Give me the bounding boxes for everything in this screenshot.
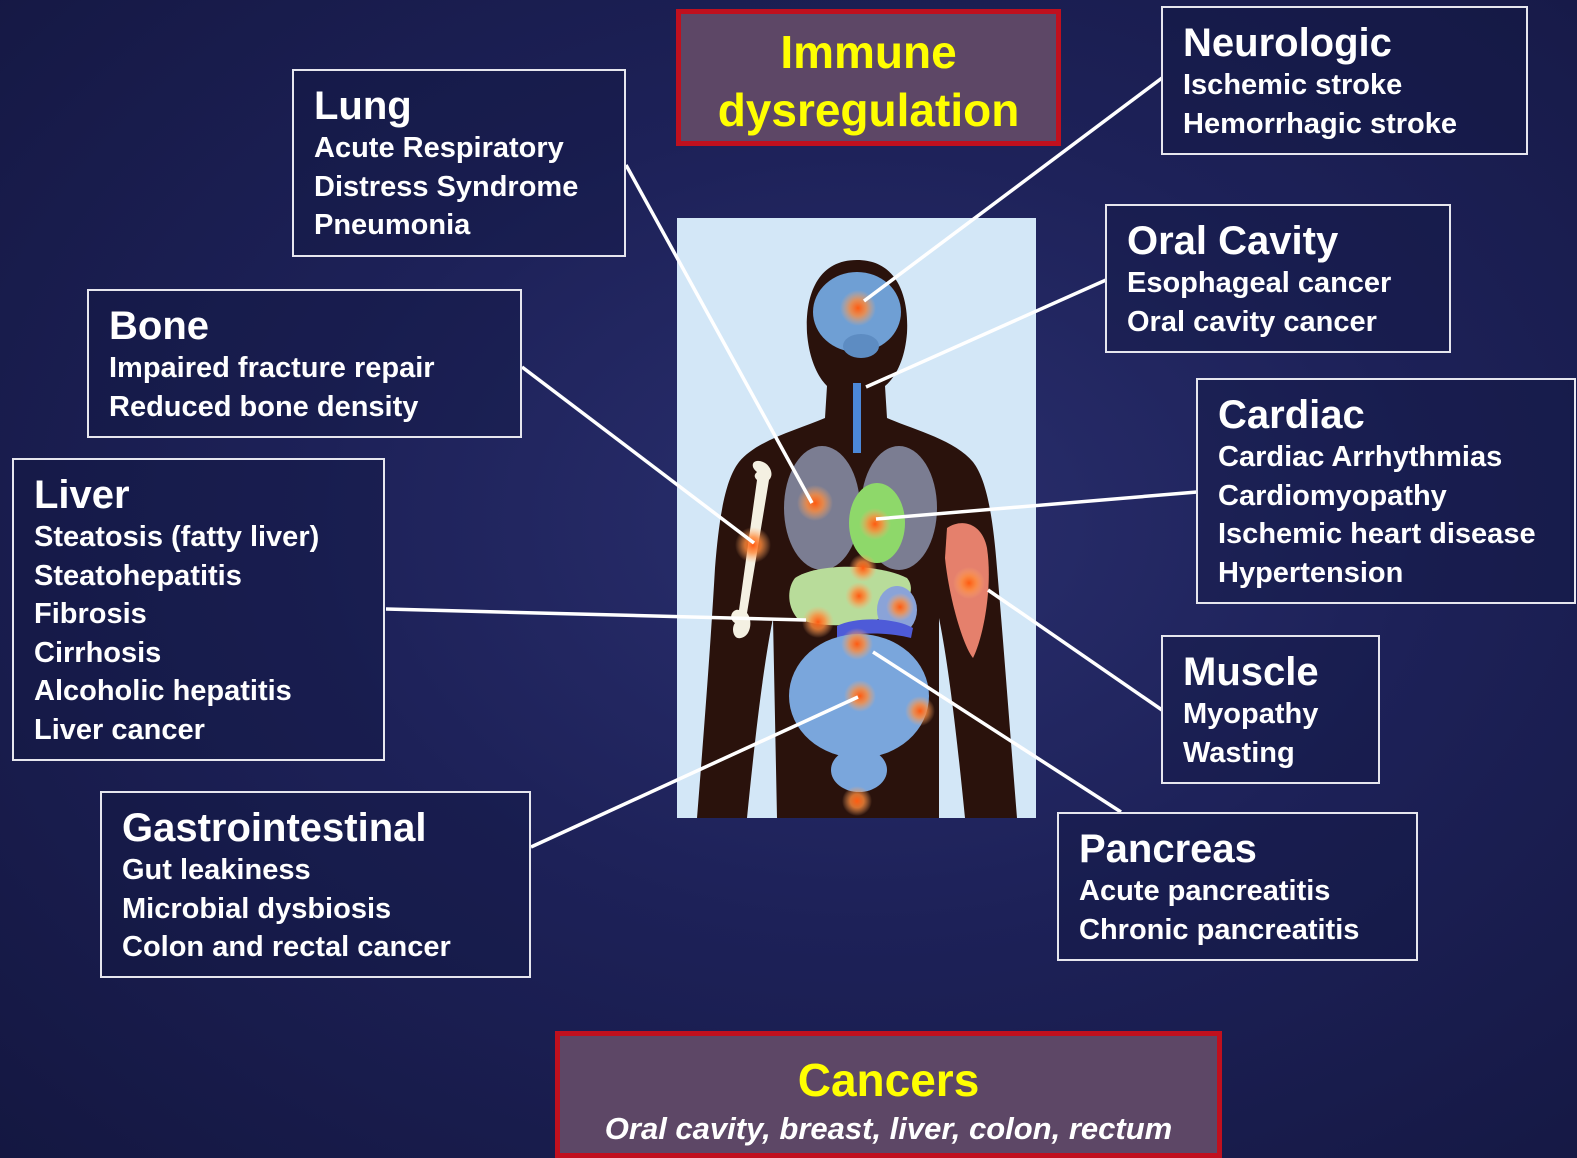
liver-box: Liver Steatosis (fatty liver) Steatohepa… [12, 458, 385, 761]
gastrointestinal-box: Gastrointestinal Gut leakiness Microbial… [100, 791, 531, 978]
liver-title: Liver [34, 472, 383, 518]
anatomy-illustration [677, 218, 1036, 818]
pancreas-item: Chronic pancreatitis [1079, 911, 1416, 950]
cardiac-item: Hypertension [1218, 554, 1574, 593]
gastrointestinal-item: Microbial dysbiosis [122, 890, 529, 929]
cancers-title: Cancers [560, 1051, 1217, 1109]
lung-title: Lung [314, 83, 624, 129]
cancers-subtitle: Oral cavity, breast, liver, colon, rectu… [560, 1109, 1217, 1149]
cardiac-box: Cardiac Cardiac Arrhythmias Cardiomyopat… [1196, 378, 1576, 604]
pancreas-box: Pancreas Acute pancreatitis Chronic panc… [1057, 812, 1418, 961]
neurologic-item: Ischemic stroke [1183, 66, 1526, 105]
oral-cavity-item: Oral cavity cancer [1127, 303, 1449, 342]
cardiac-item: Ischemic heart disease [1218, 515, 1574, 554]
bone-box: Bone Impaired fracture repair Reduced bo… [87, 289, 522, 438]
oral-cavity-item: Esophageal cancer [1127, 264, 1449, 303]
lung-item: Pneumonia [314, 206, 624, 245]
liver-item: Steatohepatitis [34, 557, 383, 596]
bone-title: Bone [109, 303, 520, 349]
esophagus-shape [853, 383, 861, 453]
liver-item: Steatosis (fatty liver) [34, 518, 383, 557]
neurologic-box: Neurologic Ischemic stroke Hemorrhagic s… [1161, 6, 1528, 155]
immune-dysregulation-box: Immune dysregulation [676, 9, 1061, 146]
muscle-box: Muscle Myopathy Wasting [1161, 635, 1380, 784]
oral-cavity-title: Oral Cavity [1127, 218, 1449, 264]
neurologic-title: Neurologic [1183, 20, 1526, 66]
lung-item: Acute Respiratory [314, 129, 624, 168]
muscle-title: Muscle [1183, 649, 1378, 695]
liver-item: Fibrosis [34, 595, 383, 634]
bone-item: Impaired fracture repair [109, 349, 520, 388]
cardiac-title: Cardiac [1218, 392, 1574, 438]
gastrointestinal-item: Colon and rectal cancer [122, 928, 529, 967]
pancreas-item: Acute pancreatitis [1079, 872, 1416, 911]
neurologic-item: Hemorrhagic stroke [1183, 105, 1526, 144]
bone-item: Reduced bone density [109, 388, 520, 427]
muscle-item: Wasting [1183, 734, 1378, 773]
lung-item: Distress Syndrome [314, 168, 624, 207]
liver-item: Alcoholic hepatitis [34, 672, 383, 711]
pancreas-title: Pancreas [1079, 826, 1416, 872]
gastrointestinal-title: Gastrointestinal [122, 805, 529, 851]
cardiac-item: Cardiac Arrhythmias [1218, 438, 1574, 477]
header-line1: Immune [681, 23, 1056, 81]
liver-item: Cirrhosis [34, 634, 383, 673]
lung-box: Lung Acute Respiratory Distress Syndrome… [292, 69, 626, 257]
gastrointestinal-item: Gut leakiness [122, 851, 529, 890]
liver-item: Liver cancer [34, 711, 383, 750]
oral-cavity-box: Oral Cavity Esophageal cancer Oral cavit… [1105, 204, 1451, 353]
muscle-item: Myopathy [1183, 695, 1378, 734]
cardiac-item: Cardiomyopathy [1218, 477, 1574, 516]
header-line2: dysregulation [681, 81, 1056, 139]
cancers-box: Cancers Oral cavity, breast, liver, colo… [555, 1031, 1222, 1158]
human-body-figure [677, 218, 1036, 818]
